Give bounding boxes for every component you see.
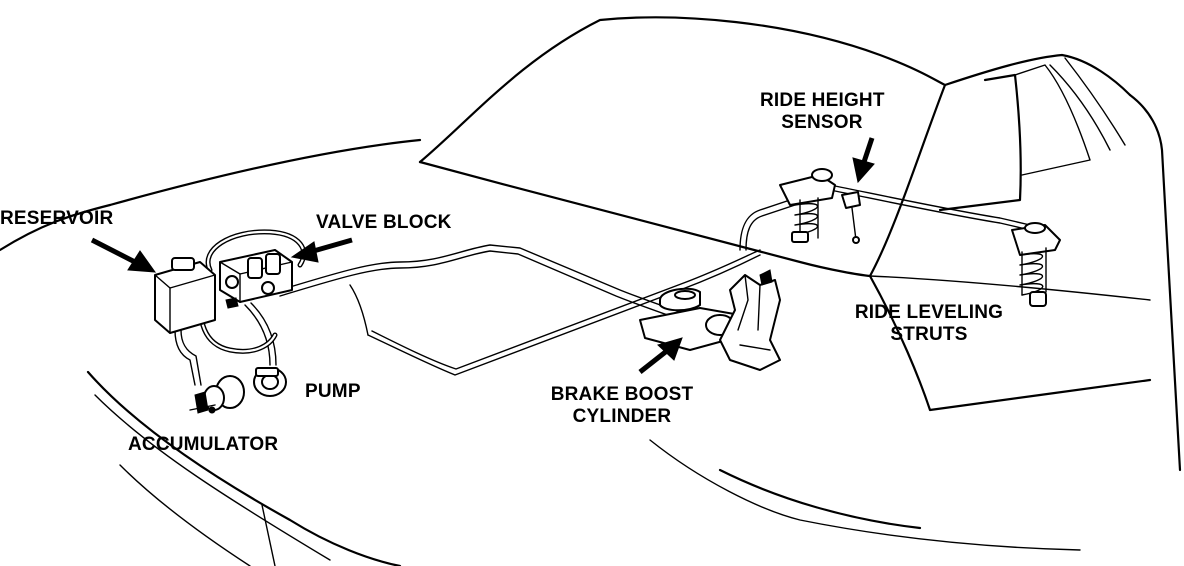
label-brake-boost-line1: BRAKE BOOST xyxy=(550,384,694,405)
label-accumulator: ACCUMULATOR xyxy=(128,434,279,455)
label-pump: PUMP xyxy=(305,381,361,402)
valve-block-arrow xyxy=(290,237,353,263)
car-body-outline xyxy=(0,16,1182,566)
ride-leveling-strut-drawing xyxy=(1011,222,1061,307)
brake-boost-arrow xyxy=(638,337,683,374)
pointer-arrows xyxy=(90,137,875,374)
label-ride-leveling-line1: RIDE LEVELING xyxy=(854,302,1004,323)
brake-boost-cylinder-drawing xyxy=(639,269,781,371)
label-valve-block: VALVE BLOCK xyxy=(316,212,452,233)
label-brake-boost-line2: CYLINDER xyxy=(572,406,672,427)
reservoir-arrow xyxy=(90,237,157,273)
valve-block-assembly xyxy=(154,229,307,354)
pump-accumulator-assembly xyxy=(189,367,287,414)
label-brake-boost-cylinder: BRAKE BOOST CYLINDER xyxy=(538,384,706,428)
label-ride-height-line2: SENSOR xyxy=(781,112,863,133)
label-ride-leveling-line2: STRUTS xyxy=(890,324,968,345)
hydraulic-lines xyxy=(174,184,1031,386)
label-ride-leveling-struts: RIDE LEVELING STRUTS xyxy=(840,302,1018,346)
ride-height-sensor-drawing xyxy=(779,168,861,244)
ride-height-arrow xyxy=(852,137,875,184)
label-reservoir: RESERVOIR xyxy=(0,208,114,229)
label-ride-height-line1: RIDE HEIGHT xyxy=(760,90,885,111)
label-ride-height-sensor: RIDE HEIGHT SENSOR xyxy=(760,90,884,134)
